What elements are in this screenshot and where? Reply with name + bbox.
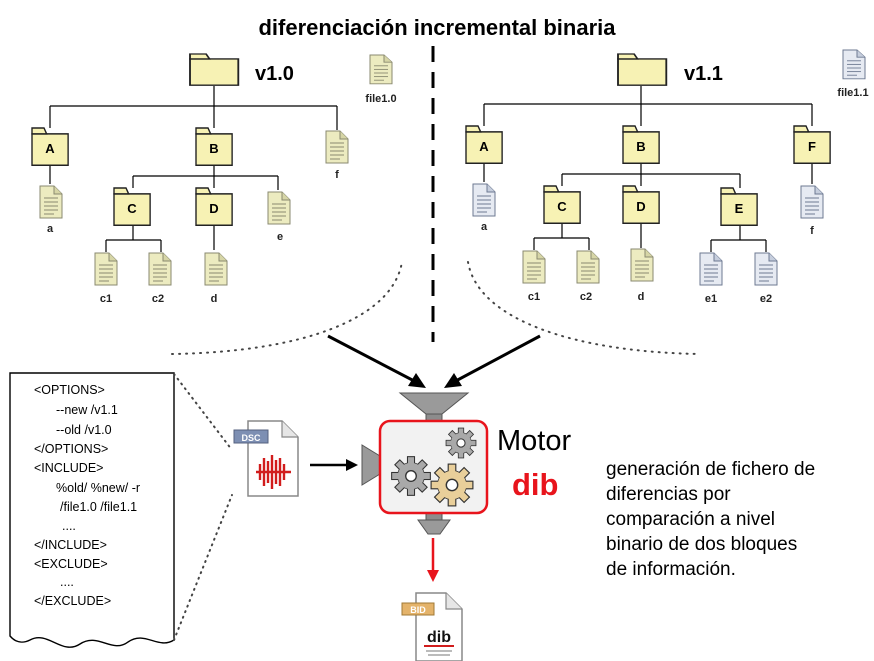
gear-icon [390, 455, 432, 497]
file-label: c2 [580, 291, 592, 303]
dsc-badge: DSC [241, 433, 261, 443]
file-icon [472, 183, 496, 217]
folder-label: E [735, 201, 744, 216]
root-label: v1.0 [255, 63, 294, 85]
folder-icon [617, 53, 668, 87]
file-label: f [810, 225, 814, 237]
engine-brand: dib [512, 467, 559, 502]
file-label: c2 [152, 293, 164, 305]
file-label: a [481, 221, 488, 233]
file-icon [754, 252, 778, 286]
file-icon [148, 252, 172, 286]
file-label: e2 [760, 293, 772, 305]
config-line: <INCLUDE> [34, 461, 103, 475]
folder-label: B [636, 139, 645, 154]
output-funnel-bottom [417, 512, 451, 535]
config-line: --new /v1.1 [56, 403, 118, 417]
tree-v1-1: v1.1 file1.1 A B F C D E a f c1 c2 d e1 … [465, 49, 869, 305]
file-label: f [335, 169, 339, 181]
config-line: </EXCLUDE> [34, 594, 111, 608]
file-icon [325, 130, 349, 164]
folder-label: A [45, 141, 55, 156]
engine-description-line: generación de fichero de [606, 459, 815, 480]
file-icon [94, 252, 118, 286]
bid-file-icon: BID dib [401, 592, 463, 661]
file-icon [576, 250, 600, 284]
file-label: e [277, 231, 283, 243]
engine-description-line: comparación a nivel [606, 509, 775, 530]
folder-label: C [127, 201, 137, 216]
package-file-label: file1.1 [837, 87, 868, 99]
file-label: d [638, 291, 645, 303]
config-scroll [9, 372, 175, 648]
engine-label: Motor [497, 425, 571, 457]
config-line: .... [62, 519, 76, 533]
config-line: <OPTIONS> [34, 383, 105, 397]
file-label: c1 [528, 291, 540, 303]
file-icon [800, 185, 824, 219]
scope-dotted-arc-left [171, 261, 403, 355]
file-icon [522, 250, 546, 284]
file-icon [842, 49, 866, 80]
folder-label: F [808, 139, 816, 154]
engine-description-line: binario de dos bloques [606, 534, 797, 555]
input-funnel-left [361, 444, 381, 486]
tree-v1-0: v1.0 file1.0 A B C D a f e c1 c2 d [31, 53, 397, 305]
config-line: .... [60, 575, 74, 589]
file-icon [369, 54, 393, 85]
folder-label: D [209, 201, 218, 216]
bid-badge: BID [410, 605, 426, 615]
dsc-to-engine-arrow [310, 459, 358, 471]
gear-icon [430, 463, 474, 507]
output-arrow [427, 538, 439, 582]
folder-label: B [209, 141, 218, 156]
config-line: /file1.0 /file1.1 [60, 500, 137, 514]
file-icon [267, 191, 291, 225]
bid-logo: dib [427, 629, 451, 646]
folder-icon [189, 53, 240, 87]
config-line: </INCLUDE> [34, 538, 107, 552]
folder-label: A [479, 139, 489, 154]
scope-dotted-arc-right [467, 261, 701, 355]
file-label: c1 [100, 293, 112, 305]
engine-description-line: de información. [606, 559, 736, 580]
input-arrows [327, 334, 541, 388]
file-icon [699, 252, 723, 286]
root-label: v1.1 [684, 63, 723, 85]
callout-dotted-line [173, 373, 233, 451]
config-line: %old/ %new/ -r [56, 481, 140, 495]
config-line: </OPTIONS> [34, 442, 108, 456]
page-title: diferenciación incremental binaria [258, 15, 616, 40]
config-line: <EXCLUDE> [34, 557, 108, 571]
file-icon [630, 248, 654, 282]
file-label: a [47, 223, 54, 235]
package-file-label: file1.0 [365, 93, 396, 105]
folder-label: D [636, 199, 645, 214]
file-icon [204, 252, 228, 286]
file-label: e1 [705, 293, 717, 305]
input-funnel-top [398, 392, 470, 423]
dsc-file-icon: DSC [233, 420, 299, 497]
folder-label: C [557, 199, 567, 214]
callout-dotted-line [173, 494, 233, 641]
file-icon [39, 185, 63, 219]
dib-engine [378, 419, 489, 515]
file-label: d [211, 293, 218, 305]
config-line: --old /v1.0 [56, 423, 112, 437]
waveform-icon [256, 455, 291, 489]
gear-icon [445, 427, 477, 459]
engine-description-line: diferencias por [606, 484, 731, 505]
